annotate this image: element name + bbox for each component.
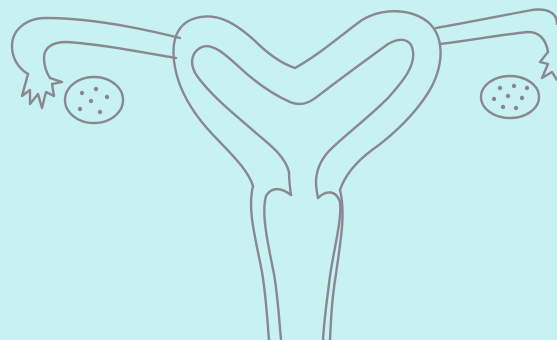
- follicle-dot: [105, 95, 109, 99]
- follicle-dot: [89, 99, 93, 103]
- follicle-dot: [94, 87, 98, 91]
- follicle-dot: [520, 96, 524, 100]
- follicle-dot: [506, 94, 510, 98]
- follicle-dot: [501, 105, 505, 109]
- follicle-dot: [498, 86, 502, 90]
- follicle-dot: [492, 97, 496, 101]
- follicle-dot: [512, 84, 516, 88]
- follicle-dot: [514, 106, 518, 110]
- follicle-dot: [80, 91, 84, 95]
- follicle-dot: [78, 107, 82, 111]
- follicle-dot: [525, 86, 529, 90]
- follicle-dot: [98, 110, 102, 114]
